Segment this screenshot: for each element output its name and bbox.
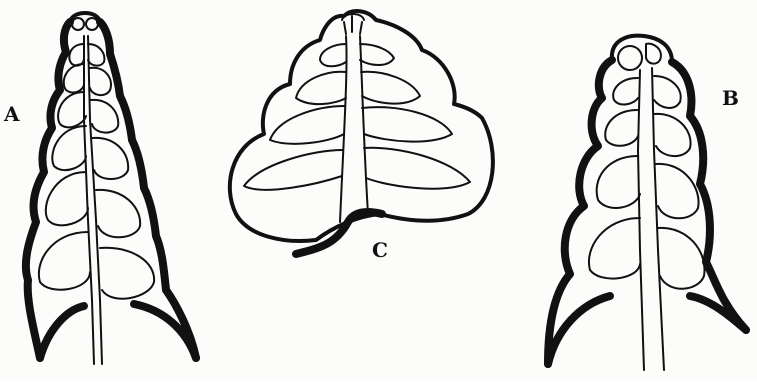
- frond-a-right-lobe-5: [96, 190, 140, 237]
- frond-a-apical-cell-left: [72, 18, 84, 30]
- frond-a-right-lobe-1: [88, 44, 104, 66]
- frond-b-right-cell-2: [654, 114, 691, 156]
- frond-b-right-cell-3: [656, 164, 699, 218]
- leaf-c-right-vein-3: [362, 107, 452, 141]
- leaf-c-stalk: [296, 212, 382, 254]
- frond-a-left-lobe-1: [69, 44, 84, 66]
- frond-a-right-lobe-3: [90, 100, 118, 133]
- frond-a-right-lobe-6: [100, 248, 154, 299]
- figure-label-c: C: [372, 240, 388, 260]
- frond-a-apex: [70, 13, 100, 22]
- frond-a-apical-cell-right: [86, 18, 98, 30]
- frond-a-base-left: [40, 306, 84, 358]
- leaf-c-left-vein-3: [270, 106, 345, 144]
- leaf-c-left-vein-4: [244, 150, 343, 190]
- leaf-c-right-vein-1: [360, 44, 394, 65]
- frond-b-left-cell-3: [597, 156, 640, 208]
- frond-b: [548, 36, 746, 370]
- frond-b-midrib-left: [638, 70, 644, 370]
- frond-a-left-lobe-4: [52, 126, 86, 170]
- frond-b-base-right: [690, 296, 746, 330]
- frond-b-right-cell-4: [658, 228, 705, 289]
- frond-a-left-lobe-3: [58, 92, 86, 127]
- leaf-c-left-vein-2: [296, 72, 346, 104]
- frond-a-left-lobe-5: [46, 172, 88, 225]
- frond-b-left-edge: [548, 60, 612, 364]
- leaf-c-right-vein-4: [364, 148, 470, 189]
- frond-b-left-cell-2: [605, 110, 638, 146]
- frond-b-right-cell-1: [654, 76, 681, 108]
- frond-a-left-edge: [26, 22, 70, 358]
- figure-label-b: B: [722, 88, 739, 108]
- frond-a-right-lobe-2: [90, 68, 111, 95]
- frond-a-right-lobe-4: [92, 138, 128, 179]
- frond-b-apical-cell-left: [618, 46, 642, 70]
- leaf-c: [230, 11, 493, 254]
- leaf-c-left-vein-1: [320, 44, 346, 66]
- figure-label-a: A: [4, 104, 20, 124]
- frond-a-left-lobe-2: [64, 64, 84, 92]
- frond-a: [26, 13, 196, 364]
- frond-b-left-cell-1: [613, 78, 638, 104]
- leaf-c-right-vein-2: [361, 72, 420, 104]
- frond-b-apical-cell-right: [646, 44, 661, 64]
- frond-b-left-cell-4: [589, 218, 640, 279]
- frond-a-left-lobe-6: [39, 232, 90, 290]
- frond-a-midrib-right: [88, 36, 102, 364]
